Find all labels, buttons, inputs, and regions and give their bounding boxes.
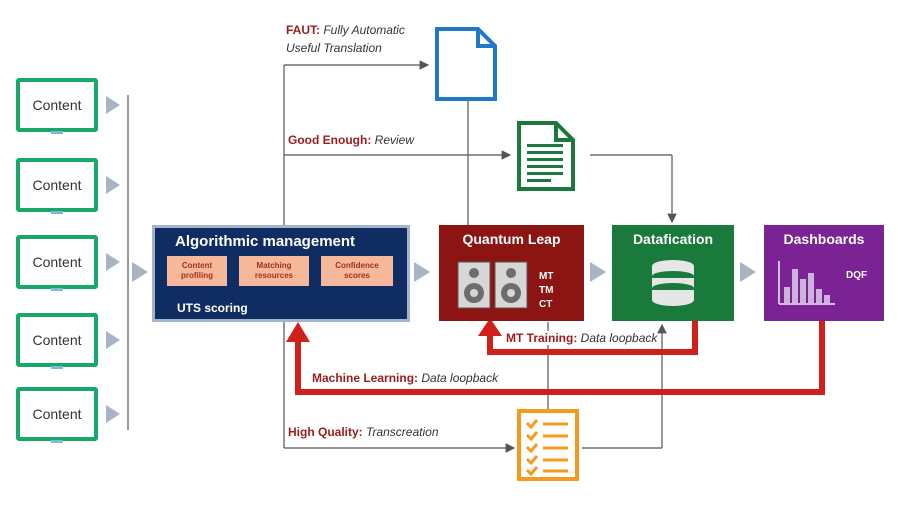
faut-key: FAUT: — [286, 23, 320, 37]
flow-arrow-algo-quantum — [414, 262, 430, 282]
high-quality-value: Transcreation — [366, 425, 439, 439]
faut-label-line2: Useful Translation — [286, 41, 382, 55]
mt-label: MT — [539, 271, 554, 282]
content-profiling-pill: Content profiling — [167, 256, 227, 286]
faut-value-line1: Fully Automatic — [323, 23, 405, 37]
algorithmic-title: Algorithmic management — [175, 233, 356, 250]
content-arrow-4 — [106, 331, 120, 349]
content-arrow-2 — [106, 176, 120, 194]
quantum-leap-box: Quantum Leap MT TM CT — [439, 225, 584, 321]
text-document-icon — [517, 121, 575, 191]
dashboards-box: Dashboards DQF — [764, 225, 884, 321]
high-quality-label: High Quality: Transcreation — [288, 425, 439, 439]
quantum-title: Quantum Leap — [462, 231, 561, 247]
high-quality-key: High Quality: — [288, 425, 363, 439]
datafication-box: Datafication — [612, 225, 734, 321]
confidence-scores-pill: Confidence scores — [321, 256, 393, 286]
machine-learning-value: Data loopback — [421, 371, 499, 385]
datafication-title: Datafication — [632, 231, 714, 247]
faut-label: FAUT: Fully Automatic — [286, 23, 405, 37]
content-monitor-4: Content — [16, 313, 98, 369]
content-arrow-3 — [106, 253, 120, 271]
content-monitor-5: Content — [16, 387, 98, 443]
content-monitor-3: Content — [16, 235, 98, 291]
bar-chart-icon — [778, 261, 835, 305]
algorithmic-management-box: Algorithmic management Content profiling… — [152, 225, 410, 322]
content-arrow-1 — [106, 96, 120, 114]
speakers-icon — [457, 261, 528, 309]
content-label: Content — [32, 332, 82, 348]
good-enough-key: Good Enough: — [288, 133, 372, 147]
content-label: Content — [32, 406, 82, 422]
machine-learning-loop — [295, 321, 825, 395]
faut-value-line2: Useful Translation — [286, 41, 382, 55]
dashboards-title: Dashboards — [783, 231, 865, 247]
content-label: Content — [32, 97, 82, 113]
ct-label: CT — [539, 299, 553, 310]
mt-training-key: MT Training: — [506, 331, 578, 345]
flow-arrow-quantum-data — [590, 262, 606, 282]
flow-arrow-data-dash — [740, 262, 756, 282]
mt-training-label: MT Training: Data loopback — [506, 331, 658, 345]
checklist-icon — [517, 409, 579, 481]
content-monitor-1: Content — [16, 78, 98, 134]
content-label: Content — [32, 254, 82, 270]
good-enough-label: Good Enough: Review — [288, 133, 414, 147]
tm-label: TM — [539, 285, 554, 296]
content-label: Content — [32, 177, 82, 193]
machine-learning-label: Machine Learning: Data loopback — [312, 371, 499, 385]
dqf-label: DQF — [846, 270, 868, 281]
good-enough-value: Review — [374, 133, 415, 147]
content-arrow-5 — [106, 405, 120, 423]
document-icon — [435, 27, 497, 101]
mt-training-value: Data loopback — [580, 331, 658, 345]
content-monitor-2: Content — [16, 158, 98, 214]
matching-resources-pill: Matching resources — [239, 256, 309, 286]
flow-arrow-bus-algo — [132, 262, 148, 282]
database-icon — [652, 260, 694, 306]
uts-scoring-label: UTS scoring — [177, 301, 248, 315]
mt-training-loop — [487, 321, 698, 355]
machine-learning-key: Machine Learning: — [312, 371, 419, 385]
